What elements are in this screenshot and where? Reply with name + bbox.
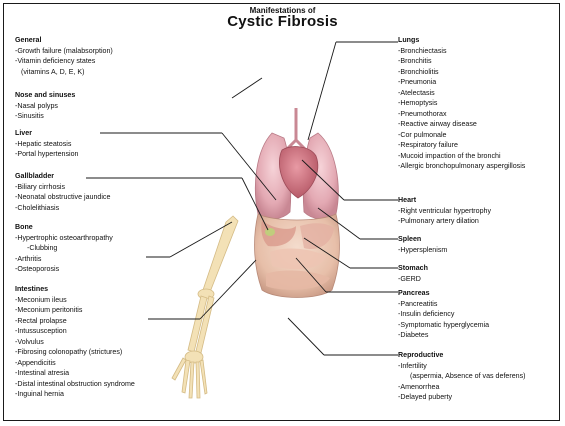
- pancreas-item: -Diabetes: [398, 330, 489, 341]
- liver-heading: Liver: [15, 128, 78, 139]
- intestines-item: -Intussusception: [15, 326, 135, 337]
- bone-item: -Hypertrophic osteoarthropathy: [15, 233, 113, 244]
- intestines-item: -Appendicitis: [15, 358, 135, 369]
- heart-item: -Pulmonary artery dilation: [398, 216, 491, 227]
- intestines-item: -Meconium ileus: [15, 295, 135, 306]
- bone-group: Bone -Hypertrophic osteoarthropathy -Clu…: [15, 222, 113, 275]
- reproductive-item: -Infertility: [398, 361, 526, 372]
- bone-item: -Clubbing: [15, 243, 113, 254]
- lungs-item: -Cor pulmonale: [398, 130, 525, 141]
- abdomen-art: [255, 214, 340, 298]
- lungs-item: -Reactive airway disease: [398, 119, 525, 130]
- lungs-heading: Lungs: [398, 35, 525, 46]
- intestines-item: -Fibrosing colonopathy (strictures): [15, 347, 135, 358]
- intestines-item: -Volvulus: [15, 337, 135, 348]
- lungs-item: -Mucoid impaction of the bronchi: [398, 151, 525, 162]
- pancreas-item: -Insulin deficiency: [398, 309, 489, 320]
- stomach-group: Stomach -GERD: [398, 263, 428, 284]
- lungs-group: Lungs -Bronchiectasis -Bronchitis -Bronc…: [398, 35, 525, 172]
- general-item: (vitamins A, D, E, K): [15, 67, 113, 78]
- intestines-item: -Inguinal hernia: [15, 389, 135, 400]
- spleen-item: -Hypersplenism: [398, 245, 447, 256]
- general-group: General -Growth failure (malabsorption) …: [15, 35, 113, 77]
- liver-item: -Portal hypertension: [15, 149, 78, 160]
- lungs-item: -Pneumothorax: [398, 109, 525, 120]
- reproductive-item: (aspermia, Absence of vas deferens): [398, 371, 526, 382]
- arm-skeleton: [172, 216, 238, 398]
- nose-heading: Nose and sinuses: [15, 90, 75, 101]
- pancreas-heading: Pancreas: [398, 288, 489, 299]
- bone-heading: Bone: [15, 222, 113, 233]
- pancreas-item: -Symptomatic hyperglycemia: [398, 320, 489, 331]
- bone-item: -Osteoporosis: [15, 264, 113, 275]
- general-heading: General: [15, 35, 113, 46]
- gallbladder-heading: Gallbladder: [15, 171, 110, 182]
- stomach-heading: Stomach: [398, 263, 428, 274]
- nose-item: -Nasal polyps: [15, 101, 75, 112]
- lungs-item: -Bronchiectasis: [398, 46, 525, 57]
- nose-item: -Sinusitis: [15, 111, 75, 122]
- reproductive-group: Reproductive -Infertility (aspermia, Abs…: [398, 350, 526, 403]
- pancreas-group: Pancreas -Pancreatitis -Insulin deficien…: [398, 288, 489, 341]
- lungs-item: -Atelectasis: [398, 88, 525, 99]
- intestines-item: -Intestinal atresia: [15, 368, 135, 379]
- intestines-item: -Rectal prolapse: [15, 316, 135, 327]
- general-item: -Growth failure (malabsorption): [15, 46, 113, 57]
- intestines-heading: Intestines: [15, 284, 135, 295]
- lungs-item: -Allergic bronchopulmonary aspergillosis: [398, 161, 525, 172]
- spleen-group: Spleen -Hypersplenism: [398, 234, 447, 255]
- lungs-item: -Bronchiolitis: [398, 67, 525, 78]
- lungs-item: -Respiratory failure: [398, 140, 525, 151]
- pancreas-item: -Pancreatitis: [398, 299, 489, 310]
- intestines-item: -Meconium peritonitis: [15, 305, 135, 316]
- general-item: -Vitamin deficiency states: [15, 56, 113, 67]
- gallbladder-group: Gallbladder -Biliary cirrhosis -Neonatal…: [15, 171, 110, 213]
- bone-item: -Arthritis: [15, 254, 113, 265]
- liver-item: -Hepatic steatosis: [15, 139, 78, 150]
- stomach-item: -GERD: [398, 274, 428, 285]
- intestines-item: -Distal intestinal obstruction syndrome: [15, 379, 135, 390]
- nose-group: Nose and sinuses -Nasal polyps -Sinusiti…: [15, 90, 75, 122]
- gallbladder-item: -Biliary cirrhosis: [15, 182, 110, 193]
- lungs-item: -Hemoptysis: [398, 98, 525, 109]
- reproductive-item: -Delayed puberty: [398, 392, 526, 403]
- reproductive-item: -Amenorrhea: [398, 382, 526, 393]
- intestines-group: Intestines -Meconium ileus -Meconium per…: [15, 284, 135, 400]
- heart-group: Heart -Right ventricular hypertrophy -Pu…: [398, 195, 491, 227]
- liver-group: Liver -Hepatic steatosis -Portal hyperte…: [15, 128, 78, 160]
- heart-item: -Right ventricular hypertrophy: [398, 206, 491, 217]
- lungs-item: -Pneumonia: [398, 77, 525, 88]
- reproductive-heading: Reproductive: [398, 350, 526, 361]
- heart-heading: Heart: [398, 195, 491, 206]
- gallbladder-item: -Neonatal obstructive jaundice: [15, 192, 110, 203]
- spleen-heading: Spleen: [398, 234, 447, 245]
- lungs-item: -Bronchitis: [398, 56, 525, 67]
- gallbladder-item: -Cholelithiasis: [15, 203, 110, 214]
